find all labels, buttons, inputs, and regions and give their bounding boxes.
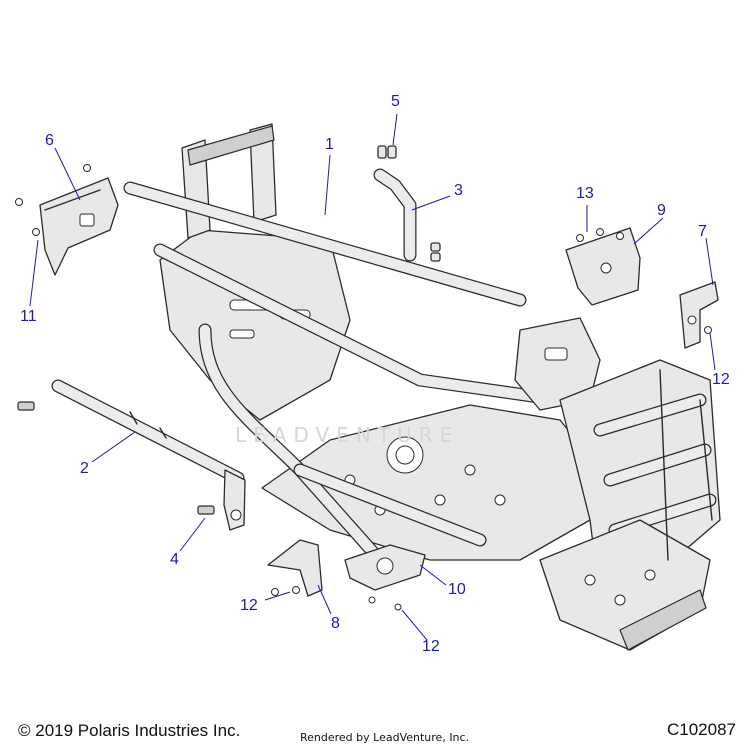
callout-13: 13	[576, 185, 594, 202]
watermark: LEADVENTURE	[235, 423, 460, 447]
part-9-cover	[565, 227, 641, 306]
front-tower-right	[249, 123, 277, 223]
callout-11: 11	[20, 308, 37, 325]
part-4-bolts	[17, 401, 215, 515]
leader-lines	[29, 113, 716, 641]
callout-8: 8	[331, 615, 340, 632]
callout-9: 9	[657, 202, 666, 219]
callout-3: 3	[454, 182, 463, 199]
part-3-bent-tube	[373, 168, 417, 262]
callout-6: 6	[45, 132, 54, 149]
callout-5: 5	[391, 93, 400, 110]
callout-12-lower-left: 12	[240, 597, 258, 614]
part-8-bracket	[267, 539, 323, 597]
part-2-front-bar	[51, 379, 246, 531]
part-7-bracket	[679, 281, 719, 349]
callout-2: 2	[80, 460, 89, 477]
part-6-mount	[15, 164, 119, 276]
callout-12-lower: 12	[422, 638, 440, 655]
copyright-text: © 2019 Polaris Industries Inc.	[18, 721, 241, 740]
callout-10: 10	[448, 581, 466, 598]
callout-7: 7	[698, 223, 707, 240]
callout-4: 4	[170, 551, 179, 568]
callout-1: 1	[325, 136, 334, 153]
part-5-clips	[377, 145, 441, 262]
callout-12-right: 12	[712, 371, 730, 388]
part-10-plate	[344, 544, 426, 611]
rendered-by-text: Rendered by LeadVenture, Inc.	[300, 731, 470, 744]
main-frame	[123, 123, 721, 651]
diagram-code: C102087	[666, 720, 736, 739]
